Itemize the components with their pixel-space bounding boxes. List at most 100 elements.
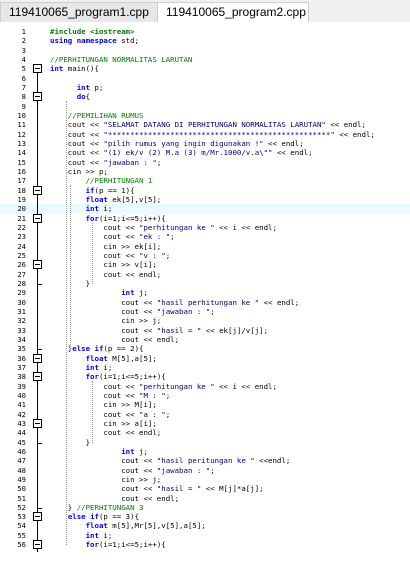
code-line-43[interactable]: 43 cin >> a[i]; [0,419,410,428]
line-number: 32 [17,316,26,326]
fold-toggle-icon[interactable] [33,213,42,223]
code-line-39[interactable]: 39 cout << "perhitungan ke " << i << end… [0,382,410,391]
code-line-29[interactable]: 29 int j; [0,288,410,297]
code-line-45[interactable]: 45 } [0,438,410,447]
code-text: for(i=1;i<=5;i++){ [85,372,166,382]
line-number: 56 [17,540,26,550]
code-line-37[interactable]: 37 int i; [0,363,410,372]
line-number: 16 [17,166,26,176]
fold-toggle-icon[interactable] [33,418,42,428]
fold-toggle-icon[interactable] [33,512,42,522]
line-number: 46 [17,446,26,456]
code-line-20[interactable]: 20 int i; [0,204,410,214]
code-text: cout << "hasil = " << M[j]*a[j]; [50,484,264,494]
code-line-9[interactable]: 9 [0,102,410,111]
fold-toggle-icon[interactable] [33,372,42,382]
code-text: else if(p == 3){ [67,512,140,522]
fold-toggle-icon[interactable] [33,353,42,363]
code-line-16[interactable]: 16 cin >> p; [0,167,410,176]
code-line-41[interactable]: 41 cin >> M[i]; [0,400,410,409]
code-line-56[interactable]: 56 for(i=1;i<=5;i++){ [0,540,410,549]
code-line-44[interactable]: 44 cout << endl; [0,428,410,437]
code-text: cout << endl; [50,269,162,279]
code-line-24[interactable]: 24 cin >> ek[i]; [0,242,410,251]
code-text: } //PERHITUNGAN 3 [50,502,144,512]
code-text: cout << "perhitungan ke " << i << endl; [50,381,277,391]
code-text: int j; [121,288,148,298]
code-line-55[interactable]: 55 int i; [0,531,410,540]
code-line-14[interactable]: 14 cout << "(1) ek/v (2) M.a (3) m/Mr.10… [0,148,410,157]
code-line-27[interactable]: 27 cout << endl; [0,270,410,279]
code-text: cin >> a[i]; [50,418,157,428]
fold-toggle-icon[interactable] [33,540,42,550]
code-line-30[interactable]: 30 cout << "hasil perhitungan ke " << en… [0,298,410,307]
code-line-32[interactable]: 32 cin >> j; [0,316,410,325]
line-number: 1 [21,27,26,36]
code-line-47[interactable]: 47 cout << "hasil peritungan ke " <<endl… [0,456,410,465]
code-line-25[interactable]: 25 cout << "v : "; [0,251,410,260]
code-line-8[interactable]: 8 do{ [0,92,410,101]
code-text: cout << "ek : "; [50,232,175,242]
code-line-46[interactable]: 46 int j; [0,447,410,456]
code-line-21[interactable]: 21 for(i=1;i<=5;i++){ [0,214,410,223]
code-line-13[interactable]: 13 cout << "pilih rumus yang ingin digun… [0,139,410,148]
tab-program2[interactable]: 119410065_program2.cpp [157,2,309,23]
code-text: cout << "hasil peritungan ke " <<endl; [50,456,291,466]
code-line-36[interactable]: 36 float M[5],a[5]; [0,354,410,363]
code-line-53[interactable]: 53 else if(p == 3){ [0,512,410,521]
code-line-12[interactable]: 12 cout << "****************************… [0,130,410,139]
code-line-1[interactable]: 1#include <iostream> [0,27,410,36]
line-number: 9 [21,101,26,111]
code-line-4[interactable]: 4//PERHITUNGAN NORMALITAS LARUTAN [0,55,410,64]
code-text: int p; [76,82,104,92]
code-line-15[interactable]: 15 cout << "jawaban : "; [0,158,410,167]
code-line-34[interactable]: 34 cout << endl; [0,335,410,344]
code-line-3[interactable]: 3 [0,46,410,55]
code-line-33[interactable]: 33 cout << "hasil = " << ek[j]/v[j]; [0,326,410,335]
code-line-11[interactable]: 11 cout << "SELAMAT DATANG DI PERHITUNGA… [0,120,410,129]
code-line-28[interactable]: 28 } [0,279,410,288]
code-line-22[interactable]: 22 cout << "perhitungan ke " << i << end… [0,223,410,232]
fold-toggle-icon[interactable] [33,185,42,195]
code-line-10[interactable]: 10 //PEMILIHAN RUMUS [0,111,410,120]
code-line-7[interactable]: 7 int p; [0,83,410,92]
code-line-6[interactable]: 6 [0,74,410,83]
line-number: 21 [17,213,26,223]
code-line-40[interactable]: 40 cout << "M : "; [0,391,410,400]
tab-bar: 119410065_program1.cpp 119410065_program… [0,0,410,23]
code-line-23[interactable]: 23 cout << "ek : "; [0,232,410,241]
fold-toggle-icon[interactable] [33,92,42,102]
code-line-48[interactable]: 48 cout << "jawaban : "; [0,466,410,475]
code-line-42[interactable]: 42 cout << "a : "; [0,410,410,419]
code-text: using namespace std; [50,36,139,46]
fold-toggle-icon[interactable] [33,64,42,74]
code-line-31[interactable]: 31 cout << "jawaban : "; [0,307,410,316]
code-line-38[interactable]: 38 for(i=1;i<=5;i++){ [0,372,410,381]
code-line-19[interactable]: 19 float ek[5],v[5]; [0,195,410,204]
code-line-52[interactable]: 52 } //PERHITUNGAN 3 [0,503,410,512]
fold-toggle-icon[interactable] [33,260,42,270]
line-number: 14 [17,148,26,158]
indent-guide [66,101,67,546]
code-text: int j; [121,446,148,456]
line-number: 25 [17,250,26,260]
line-number: 6 [21,73,26,83]
code-line-26[interactable]: 26 cin >> v[i]; [0,260,410,269]
code-text: cout << "a : "; [50,409,171,419]
line-number: 37 [17,362,26,372]
line-number: 42 [17,409,26,419]
code-line-17[interactable]: 17 //PERHITUNGAN 1 [0,176,410,185]
code-line-54[interactable]: 54 float m[5],Mr[5],v[5],a[5]; [0,521,410,530]
code-line-49[interactable]: 49 cin >> j; [0,475,410,484]
tab-program1[interactable]: 119410065_program1.cpp [0,2,158,22]
code-line-35[interactable]: 35 }else if(p == 2){ [0,344,410,353]
code-line-18[interactable]: 18 if(p == 1){ [0,186,410,195]
line-number: 52 [17,502,26,512]
code-line-51[interactable]: 51 cout << endl; [0,494,410,503]
line-number: 33 [17,325,26,335]
code-line-50[interactable]: 50 cout << "hasil = " << M[j]*a[j]; [0,484,410,493]
line-number: 12 [17,129,26,139]
